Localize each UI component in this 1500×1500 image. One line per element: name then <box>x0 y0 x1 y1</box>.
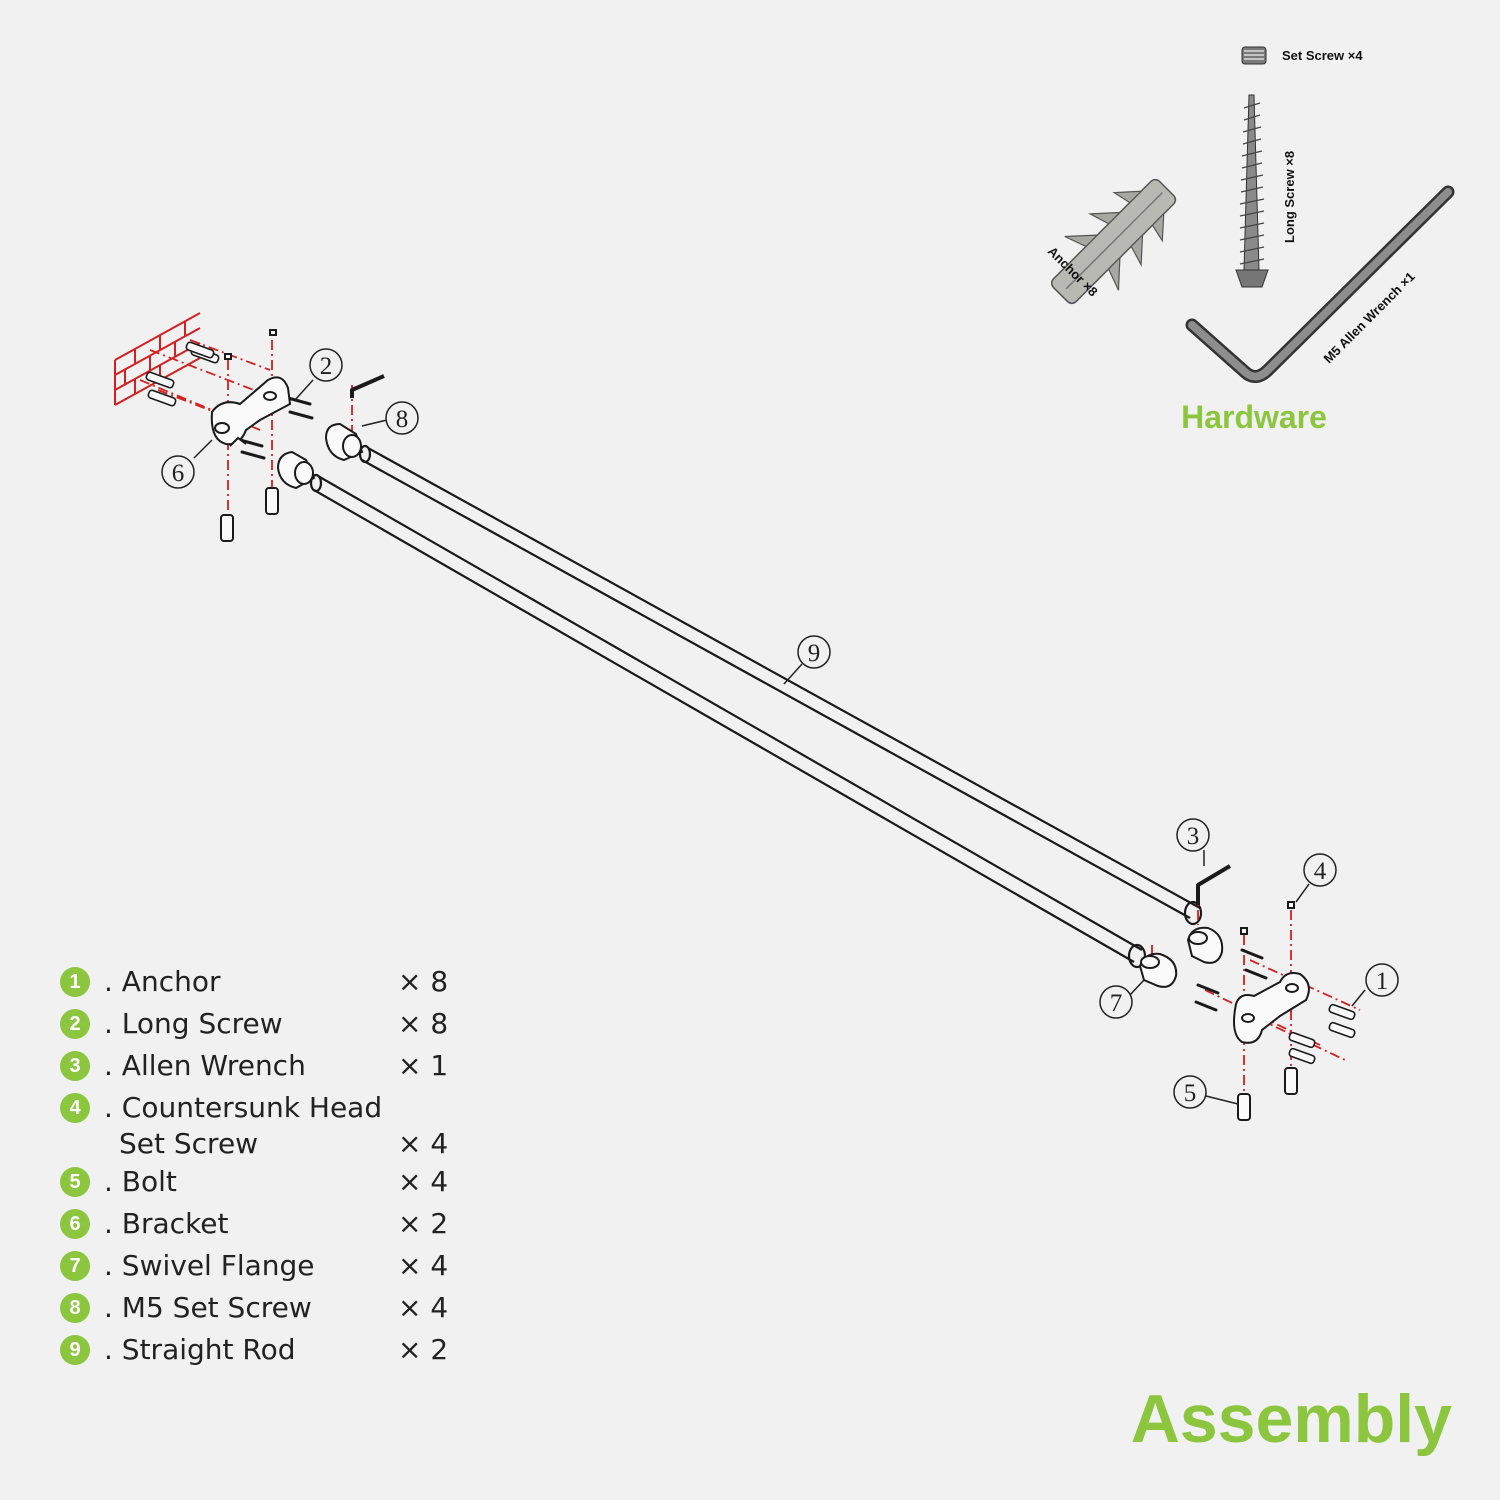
part-qty: × 4 <box>398 1127 449 1160</box>
part-row-straight-rod: 9 . Straight Rod × 2 <box>60 1330 480 1372</box>
part-number-badge: 7 <box>60 1251 90 1281</box>
part-name: . Anchor <box>104 965 221 998</box>
part-row-anchor: 1 . Anchor × 8 <box>60 962 480 1004</box>
part-name: . Swivel Flange <box>104 1249 315 1282</box>
hardware-title: Hardware <box>1181 399 1327 435</box>
part-row-swivel-flange: 7 . Swivel Flange × 4 <box>60 1246 480 1288</box>
long-screw-icon <box>1235 94 1269 288</box>
part-name-continued: Set Screw <box>119 1127 259 1160</box>
part-row-bracket: 6 . Bracket × 2 <box>60 1204 480 1246</box>
long-screws-left <box>238 396 314 460</box>
swivel-flange-icon <box>276 422 364 490</box>
allen-wrench-label: M5 Allen Wrench ×1 <box>1321 269 1418 366</box>
part-name: . Allen Wrench <box>104 1049 306 1082</box>
part-row-allen-wrench: 3 . Allen Wrench × 1 <box>60 1046 480 1088</box>
part-number-badge: 6 <box>60 1209 90 1239</box>
part-row-long-screw: 2 . Long Screw × 8 <box>60 1004 480 1046</box>
bracket-icon <box>210 376 292 447</box>
callout-6: 6 <box>172 460 185 487</box>
parts-list: 1 . Anchor × 8 2 . Long Screw × 8 3 . Al… <box>60 962 480 1372</box>
allen-wrench-icon <box>1196 864 1232 905</box>
part-qty: × 4 <box>398 1249 449 1282</box>
callout-2: 2 <box>320 353 333 380</box>
part-name: . Straight Rod <box>104 1333 296 1366</box>
part-qty: × 8 <box>398 965 449 998</box>
callout-1: 1 <box>1376 968 1389 995</box>
part-row-countersunk-set-screw: 4 . Countersunk Head Set Screw × 4 <box>60 1088 480 1162</box>
allen-wrench-icon <box>1185 185 1455 383</box>
callout-7: 7 <box>1110 990 1123 1017</box>
part-number-badge: 9 <box>60 1335 90 1365</box>
swivel-flange-icon <box>1138 926 1224 988</box>
set-screw-label: Set Screw ×4 <box>1282 48 1363 63</box>
bolt-icon <box>220 329 279 542</box>
part-qty: × 8 <box>398 1007 449 1040</box>
bolt-icon <box>1237 901 1298 1121</box>
part-number-badge: 3 <box>60 1051 90 1081</box>
assembly-title: Assembly <box>1131 1381 1452 1457</box>
part-number-badge: 2 <box>60 1009 90 1039</box>
callout-4: 4 <box>1314 858 1327 885</box>
callout-3: 3 <box>1187 823 1200 850</box>
brick-wall-icon <box>114 312 201 406</box>
allen-wrench-icon <box>350 374 385 398</box>
part-qty: × 1 <box>398 1049 449 1082</box>
part-row-m5-set-screw: 8 . M5 Set Screw × 4 <box>60 1288 480 1330</box>
long-screw-label: Long Screw ×8 <box>1282 151 1297 243</box>
straight-rods <box>309 444 1203 969</box>
part-number-badge: 1 <box>60 967 90 997</box>
part-number-badge: 8 <box>60 1293 90 1323</box>
set-screw-icon <box>1241 46 1267 65</box>
part-name: . Long Screw <box>104 1007 283 1040</box>
anchor-icon <box>1050 178 1177 305</box>
part-number-badge: 4 <box>60 1093 90 1123</box>
part-name: . Countersunk Head <box>104 1091 383 1124</box>
callout-5: 5 <box>1184 1080 1197 1107</box>
bracket-icon <box>1233 972 1310 1044</box>
part-qty: × 2 <box>398 1333 449 1366</box>
part-row-bolt: 5 . Bolt × 4 <box>60 1162 480 1204</box>
callout-9: 9 <box>808 640 821 667</box>
wall-anchors-right <box>1288 1003 1356 1065</box>
callouts <box>193 379 1366 1105</box>
callout-8: 8 <box>396 406 409 433</box>
part-qty: × 4 <box>398 1291 449 1324</box>
part-name: . M5 Set Screw <box>104 1291 312 1324</box>
callout-circles <box>161 348 1399 1109</box>
part-name: . Bolt <box>104 1165 177 1198</box>
guide-lines-right <box>1151 890 1361 1095</box>
long-screws-right <box>1194 948 1268 1012</box>
part-name: . Bracket <box>104 1207 229 1240</box>
wall-anchors-left <box>145 341 220 407</box>
part-qty: × 4 <box>398 1165 449 1198</box>
hardware-panel: Set Screw ×4 Long Screw ×8 <box>1045 46 1455 435</box>
part-number-badge: 5 <box>60 1167 90 1197</box>
part-qty: × 2 <box>398 1207 449 1240</box>
